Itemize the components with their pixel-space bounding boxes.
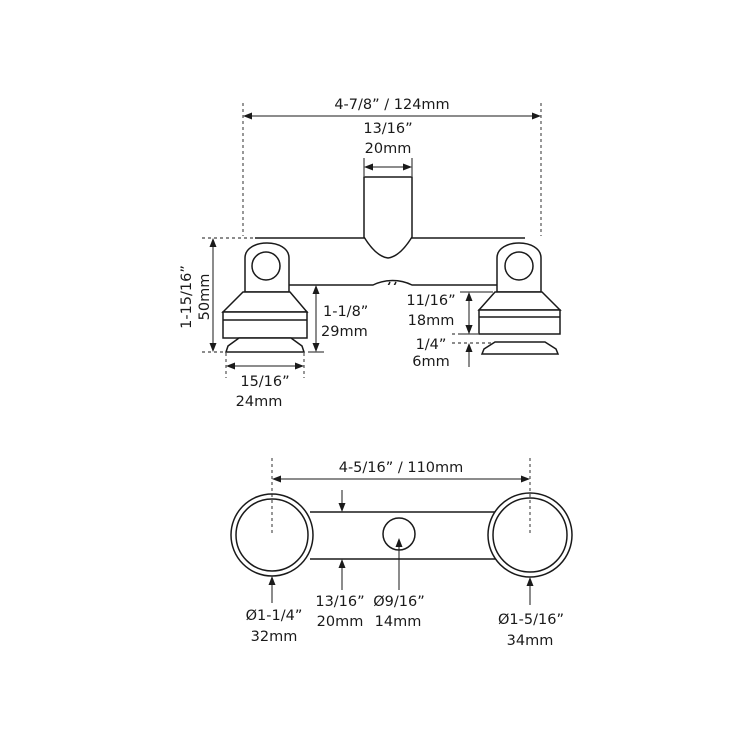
gap-in-label: 1/4” <box>416 337 447 353</box>
center-distance-dimension: 4-5/16” / 110mm <box>271 458 531 535</box>
right-diameter-in-label: Ø1-5/16” <box>498 612 564 628</box>
total-height-dimension: 1-15/16” 50mm <box>179 237 262 353</box>
total-height-mm-label: 50mm <box>197 274 213 321</box>
bar-width-top-arrow <box>338 490 346 512</box>
flange-height-in-label: 11/16” <box>406 293 455 309</box>
left-diameter-leader: Ø1-1/4” 32mm <box>246 576 303 645</box>
post-width-mm-label: 20mm <box>365 141 412 157</box>
left-diameter-mm-label: 32mm <box>251 629 298 645</box>
base-height-dimension: 1-1/8” 29mm <box>292 284 368 353</box>
post-width-in-label: 13/16” <box>363 121 412 137</box>
center-post <box>363 176 413 259</box>
flange-height-dimension: 11/16” 18mm <box>406 291 493 335</box>
right-diameter-mm-label: 34mm <box>507 633 554 649</box>
base-width-in-label: 15/16” <box>240 374 289 390</box>
post-width-dimension: 13/16” 20mm <box>363 121 413 176</box>
overall-width-dimension: 4-7/8” / 124mm <box>242 97 542 236</box>
hole-diameter-in-label: Ø9/16” <box>373 594 425 610</box>
top-view: 4-5/16” / 110mm Ø1-1/4” 32mm 13/16” 20mm… <box>230 458 573 649</box>
total-height-in-label: 1-15/16” <box>179 265 195 329</box>
base-height-mm-label: 29mm <box>321 324 368 340</box>
right-flange <box>487 492 573 578</box>
base-width-dimension: 15/16” 24mm <box>225 353 305 410</box>
base-height-in-label: 1-1/8” <box>323 304 368 320</box>
gap-mm-label: 6mm <box>412 354 449 370</box>
bar-width-in-label: 13/16” <box>315 594 364 610</box>
top-bar <box>310 511 498 560</box>
hole-diameter-leader: Ø9/16” 14mm <box>373 538 425 630</box>
left-diameter-in-label: Ø1-1/4” <box>246 608 303 624</box>
right-diameter-leader: Ø1-5/16” 34mm <box>498 577 564 649</box>
gap-dimension: 1/4” 6mm <box>412 318 494 370</box>
right-fitting <box>477 242 562 355</box>
base-width-mm-label: 24mm <box>236 394 283 410</box>
hole-diameter-mm-label: 14mm <box>375 614 422 630</box>
overall-width-label: 4-7/8” / 124mm <box>334 97 449 113</box>
flange-height-mm-label: 18mm <box>408 313 455 329</box>
side-view: 4-7/8” / 124mm 13/16” 20mm 1-15/16” 50mm <box>179 97 562 410</box>
bar-width-mm-label: 20mm <box>317 614 364 630</box>
bar-width-leader: 13/16” 20mm <box>315 559 365 630</box>
center-distance-label: 4-5/16” / 110mm <box>339 460 464 476</box>
left-fitting <box>221 242 309 353</box>
